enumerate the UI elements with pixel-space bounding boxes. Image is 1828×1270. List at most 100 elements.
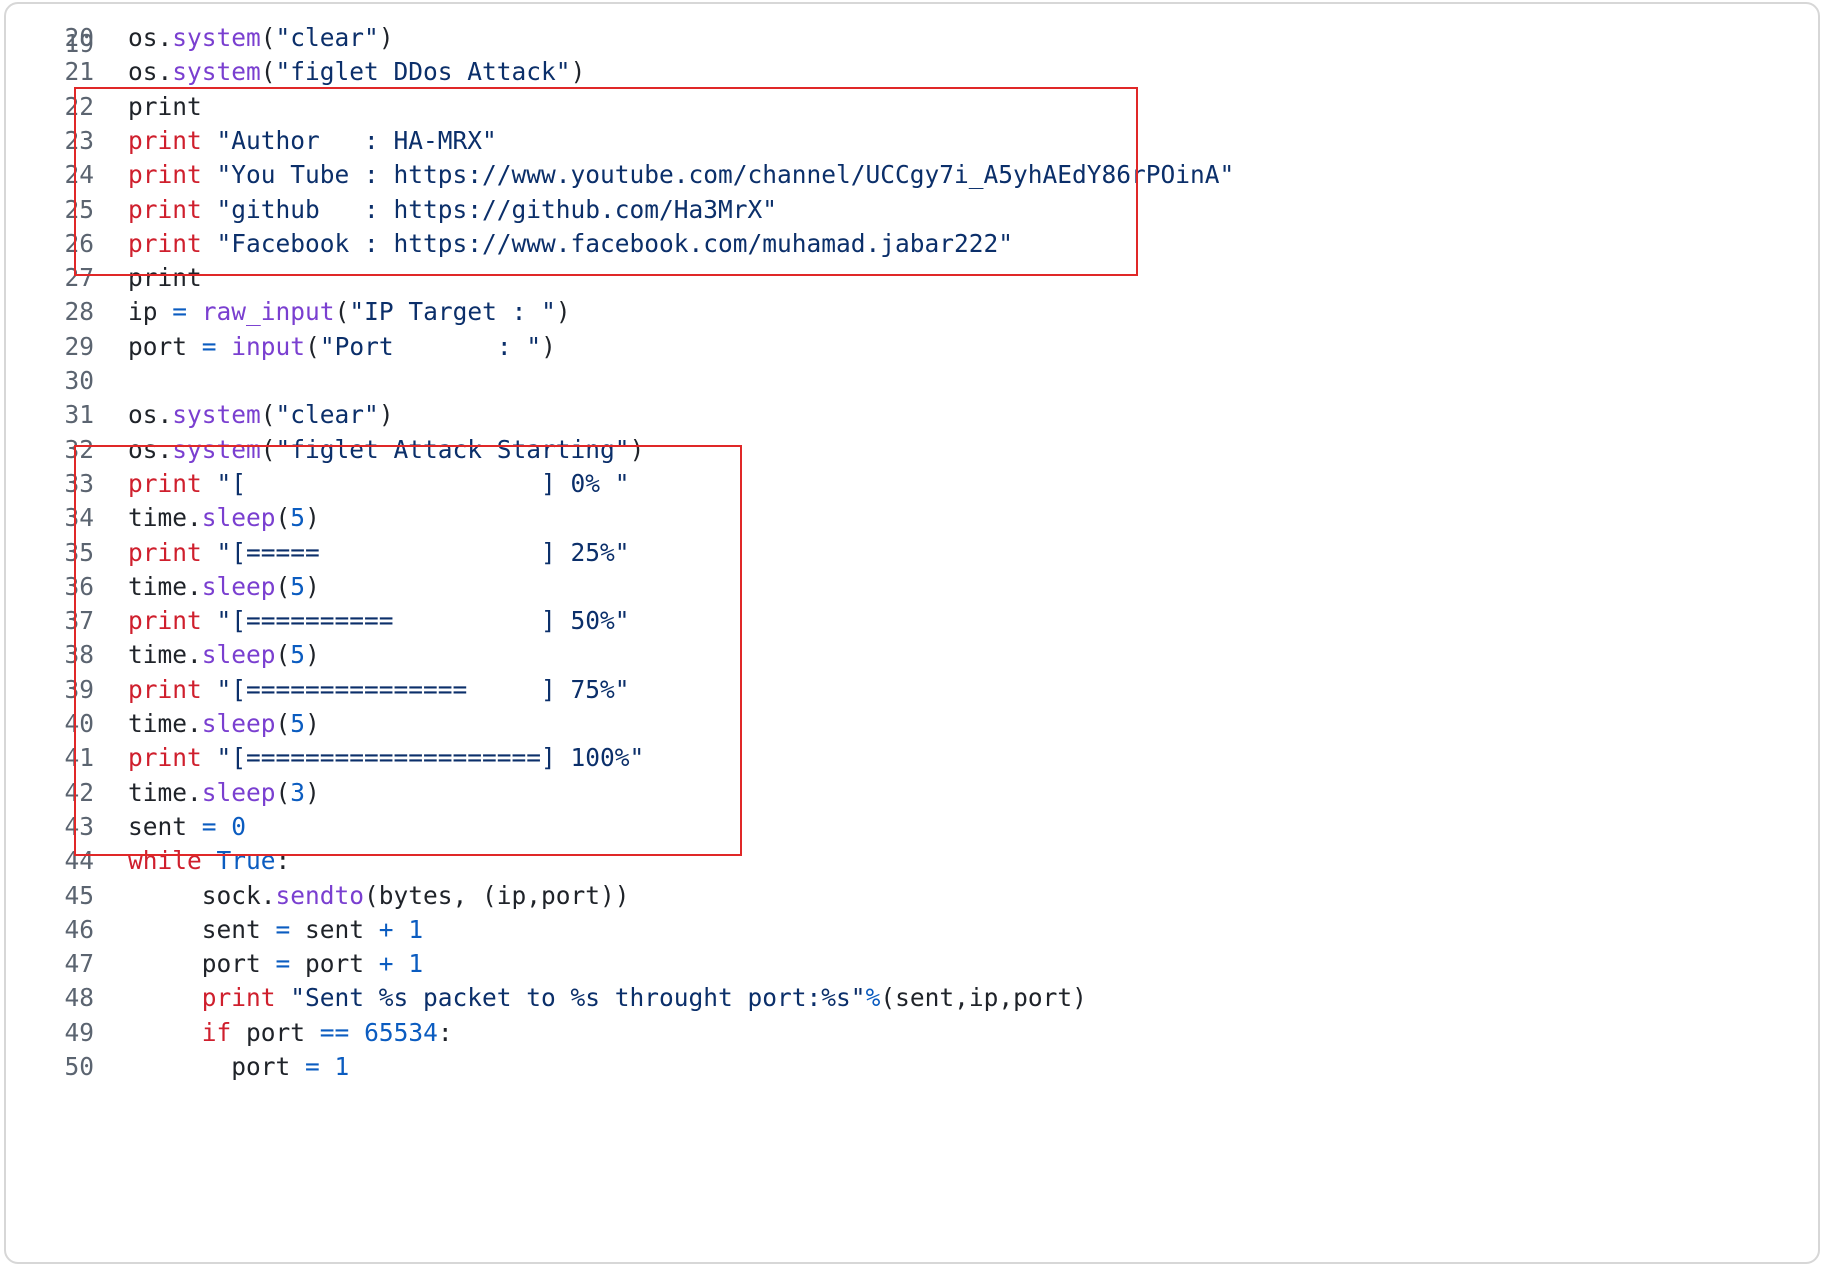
code-line: 20 os.system("clear") xyxy=(6,18,1818,58)
code-token: = xyxy=(275,914,291,944)
code-line: 50 port = 1 xyxy=(6,1047,1818,1087)
code-text: if port == 65534: xyxy=(128,1013,453,1053)
code-token xyxy=(202,126,217,155)
line-number: 25 xyxy=(64,194,94,224)
code-token: ( xyxy=(334,297,350,327)
code-text: time.sleep(3) xyxy=(128,773,320,813)
code-token: "clear" xyxy=(275,23,379,52)
code-token: time. xyxy=(128,709,202,738)
line-number: 48 xyxy=(64,983,94,1013)
code-token: sleep xyxy=(201,571,276,601)
line-number: 26 xyxy=(64,228,94,258)
code-token: sendto xyxy=(275,880,365,910)
code-token: if xyxy=(201,1017,232,1047)
code-text: print "[===== ] 25%" xyxy=(128,533,630,573)
code-token: port xyxy=(128,949,276,979)
code-token: ) xyxy=(305,709,320,738)
code-line: 49 if port == 65534: xyxy=(6,1013,1818,1053)
code-token: print xyxy=(128,468,202,498)
code-text: print "[=============== ] 75%" xyxy=(128,670,630,710)
code-token: ) xyxy=(305,503,320,533)
line-number: 42 xyxy=(64,777,94,807)
code-token: 5 xyxy=(290,571,306,601)
code-token: ) xyxy=(305,777,320,807)
code-line: 28 ip = raw_input("IP Target : ") xyxy=(6,292,1818,332)
line-number: 23 xyxy=(64,125,94,155)
code-token: 1 xyxy=(334,1052,350,1081)
code-text: time.sleep(5) xyxy=(128,635,320,675)
code-token xyxy=(276,983,291,1012)
code-token: ) xyxy=(305,571,320,601)
code-token: print xyxy=(128,674,202,704)
code-token: "github : https://github.com/Ha3MrX" xyxy=(216,194,778,224)
code-token: = xyxy=(275,949,291,979)
line-number: 19 xyxy=(64,29,94,58)
line-number: 20 xyxy=(64,23,94,52)
code-text: port = input("Port : ") xyxy=(128,327,556,367)
code-line: 48 print "Sent %s packet to %s throught … xyxy=(6,978,1818,1018)
code-token xyxy=(187,297,202,326)
code-token: "[====================] 100%" xyxy=(216,743,645,773)
line-number: 37 xyxy=(64,606,94,636)
code-token xyxy=(202,538,217,567)
code-token: "IP Target : " xyxy=(349,297,556,327)
code-text: ip = raw_input("IP Target : ") xyxy=(128,292,571,332)
code-token: sock. xyxy=(128,880,276,910)
code-token: "[===== ] 25%" xyxy=(216,537,630,567)
code-token: "Facebook : https://www.facebook.com/muh… xyxy=(216,228,1014,258)
code-token xyxy=(202,229,217,258)
line-number: 40 xyxy=(64,709,94,738)
code-token: ) xyxy=(570,57,586,87)
code-token: : xyxy=(437,1017,453,1047)
code-line: 23 print "Author : HA-MRX" xyxy=(6,121,1818,161)
code-token: sent xyxy=(128,811,202,841)
code-text: time.sleep(5) xyxy=(128,498,320,538)
code-line-partial: 19 xyxy=(6,4,1818,58)
code-token: ip xyxy=(128,297,173,327)
code-token xyxy=(202,195,217,224)
code-token: time. xyxy=(128,503,202,533)
code-token xyxy=(217,332,232,361)
code-token: == xyxy=(319,1017,350,1047)
code-text: time.sleep(5) xyxy=(128,704,320,744)
line-number: 39 xyxy=(64,674,94,704)
code-text: print "github : https://github.com/Ha3Mr… xyxy=(128,190,777,230)
code-token: "[========== ] 50%" xyxy=(216,606,630,636)
code-token: 5 xyxy=(290,640,306,670)
code-token: system xyxy=(172,23,261,52)
code-text: print "You Tube : https://www.youtube.co… xyxy=(128,155,1234,195)
code-text: sent = sent + 1 xyxy=(128,910,423,950)
line-number: 21 xyxy=(64,57,94,87)
code-token: sleep xyxy=(201,777,276,807)
code-token: "Author : HA-MRX" xyxy=(216,125,497,155)
code-text: while True: xyxy=(128,841,290,881)
line-number: 33 xyxy=(64,468,94,498)
code-token: 65534 xyxy=(364,1017,438,1047)
code-token: print xyxy=(128,125,202,155)
code-token: sent xyxy=(128,914,276,944)
code-token: print xyxy=(128,743,202,773)
code-token: system xyxy=(172,434,261,464)
line-number: 50 xyxy=(64,1052,94,1081)
code-token: 5 xyxy=(290,709,306,738)
code-token: 3 xyxy=(290,777,306,807)
line-number: 28 xyxy=(64,297,94,327)
code-text: os.system("clear") xyxy=(128,18,394,58)
code-token: True xyxy=(216,846,276,876)
code-text: print "[ ] 0% " xyxy=(128,464,630,504)
line-number: 27 xyxy=(64,263,94,293)
code-text: print xyxy=(128,87,202,127)
code-text: os.system("clear") xyxy=(128,395,394,435)
code-token xyxy=(202,469,217,498)
line-number: 46 xyxy=(64,914,94,944)
